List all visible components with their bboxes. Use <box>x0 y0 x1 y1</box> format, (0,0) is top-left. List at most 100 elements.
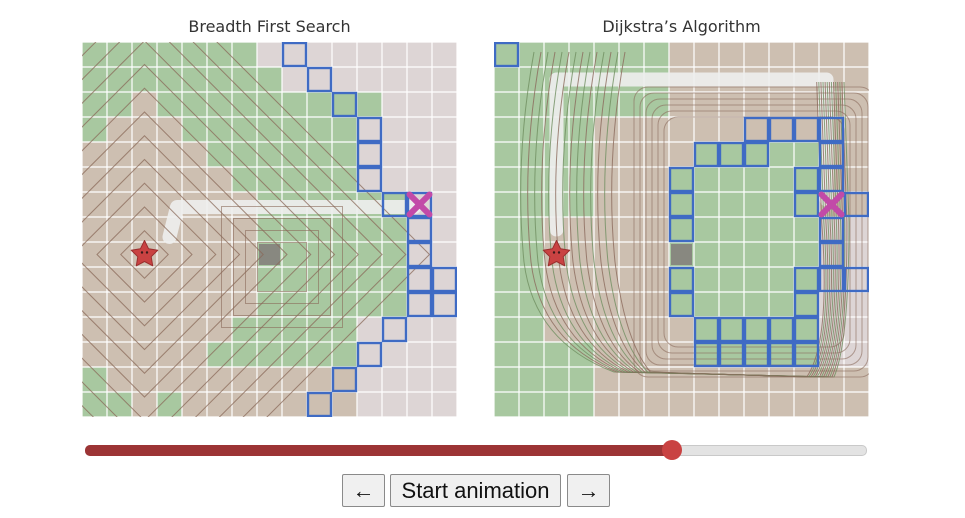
terrain-cell <box>744 117 769 142</box>
terrain-cell <box>357 217 382 242</box>
terrain-cell <box>232 142 257 167</box>
terrain-cell <box>132 317 157 342</box>
terrain-cell <box>282 167 307 192</box>
frontier-cell <box>668 191 695 218</box>
terrain-cell <box>157 317 182 342</box>
terrain-cell <box>694 42 719 67</box>
terrain-cell <box>182 317 207 342</box>
terrain-cell <box>182 267 207 292</box>
terrain-cell <box>719 42 744 67</box>
terrain-cell <box>644 42 669 67</box>
terrain-cell <box>819 42 844 67</box>
star-icon <box>130 240 159 267</box>
previous-step-button[interactable]: ← <box>342 474 385 507</box>
terrain-cell <box>407 217 432 242</box>
frontier-cell <box>494 42 520 68</box>
frontier-cell <box>331 366 358 393</box>
terrain-cell <box>382 42 407 67</box>
terrain-cell <box>207 242 232 267</box>
terrain-cell <box>494 117 519 142</box>
terrain-cell <box>357 92 382 117</box>
terrain-cell <box>307 317 332 342</box>
terrain-cell <box>432 292 457 317</box>
terrain-cell <box>182 242 207 267</box>
frontier-cell <box>356 141 383 168</box>
terrain-cell <box>719 192 744 217</box>
terrain-cell <box>494 192 519 217</box>
frontier-cell <box>693 141 720 168</box>
terrain-cell <box>182 217 207 242</box>
terrain-cell <box>794 242 819 267</box>
terrain-cell <box>107 267 132 292</box>
terrain-cell <box>519 192 544 217</box>
terrain-cell <box>432 117 457 142</box>
terrain-cell <box>794 342 819 367</box>
terrain-cell <box>357 117 382 142</box>
terrain-cell <box>357 167 382 192</box>
terrain-cell <box>307 292 332 317</box>
terrain-cell <box>519 67 544 92</box>
terrain-cell <box>744 42 769 67</box>
terrain-cell <box>132 392 157 417</box>
terrain-cell <box>407 342 432 367</box>
terrain-cell <box>332 342 357 367</box>
terrain-cell <box>594 367 619 392</box>
terrain-cell <box>644 217 669 242</box>
terrain-cell <box>257 42 282 67</box>
terrain-cell <box>432 317 457 342</box>
terrain-cell <box>544 367 569 392</box>
terrain-cell <box>719 317 744 342</box>
terrain-cell <box>107 242 132 267</box>
terrain-cell <box>494 67 519 92</box>
terrain-cell <box>519 342 544 367</box>
terrain-cell <box>519 217 544 242</box>
terrain-cell <box>232 267 257 292</box>
terrain-cell <box>407 92 432 117</box>
start-animation-button[interactable]: Start animation <box>390 474 561 507</box>
terrain-cell <box>382 142 407 167</box>
terrain-cell <box>332 167 357 192</box>
terrain-cell <box>619 392 644 417</box>
terrain-cell <box>207 267 232 292</box>
wall-cell <box>671 244 692 265</box>
terrain-cell <box>82 267 107 292</box>
terrain-cell <box>407 167 432 192</box>
terrain-cell <box>282 142 307 167</box>
terrain-cell <box>232 67 257 92</box>
time-slider[interactable] <box>85 440 867 460</box>
terrain-cell <box>132 117 157 142</box>
frontier-cell <box>718 141 745 168</box>
terrain-cell <box>332 217 357 242</box>
dijkstra-grid <box>494 42 869 417</box>
terrain-cell <box>282 67 307 92</box>
terrain-cell <box>432 92 457 117</box>
terrain-cell <box>494 142 519 167</box>
terrain-cell <box>644 167 669 192</box>
frontier-cell <box>818 266 845 293</box>
terrain-cell <box>744 217 769 242</box>
terrain-cell <box>432 67 457 92</box>
terrain-cell <box>182 342 207 367</box>
next-step-button[interactable]: → <box>567 474 610 507</box>
terrain-cell <box>719 167 744 192</box>
terrain-cell <box>257 317 282 342</box>
terrain-cell <box>544 292 569 317</box>
terrain-cell <box>569 167 594 192</box>
terrain-cell <box>157 242 182 267</box>
terrain-cell <box>107 317 132 342</box>
terrain-cell <box>407 292 432 317</box>
terrain-cell <box>82 392 107 417</box>
slider-thumb[interactable] <box>661 440 682 460</box>
terrain-cell <box>357 342 382 367</box>
terrain-cell <box>407 67 432 92</box>
terrain-cell <box>594 392 619 417</box>
terrain-cell <box>744 142 769 167</box>
terrain-cell <box>494 292 519 317</box>
terrain-cell <box>107 217 132 242</box>
frontier-cell <box>793 166 820 193</box>
terrain-cell <box>132 42 157 67</box>
frontier-cell <box>406 266 433 293</box>
terrain-cell <box>307 117 332 142</box>
terrain-cell <box>307 142 332 167</box>
terrain-cell <box>132 92 157 117</box>
